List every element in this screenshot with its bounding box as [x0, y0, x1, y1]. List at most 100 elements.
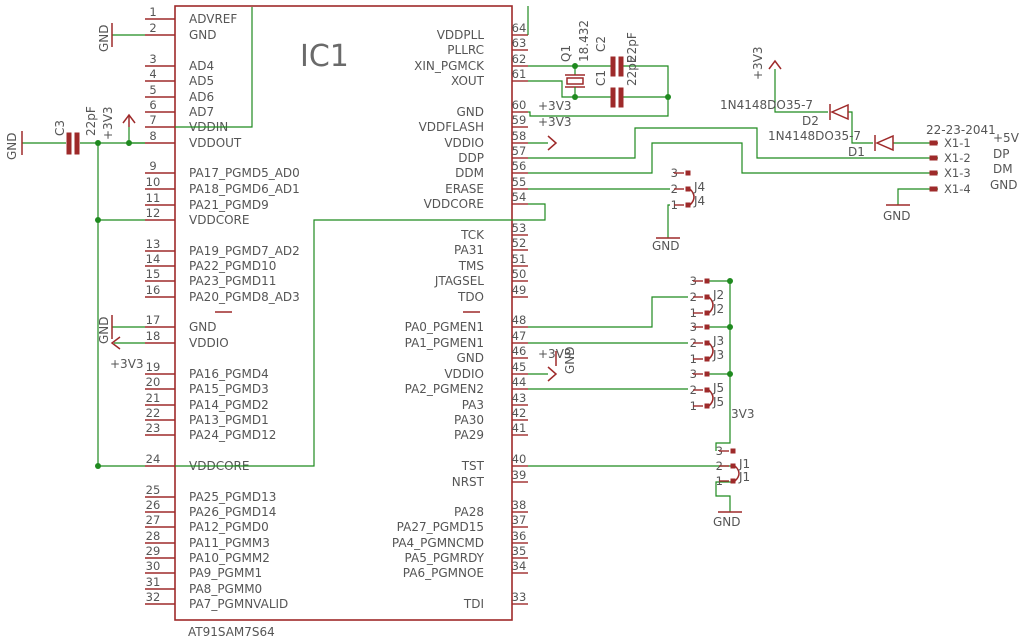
- pin-number: 48: [512, 313, 527, 327]
- pin-name: VDDIO: [189, 336, 229, 350]
- pin-name: PA17_PGMD5_AD0: [189, 166, 300, 180]
- pin-number: 18: [146, 329, 161, 343]
- connector-pin-label: X1-4: [944, 182, 971, 196]
- pin-number: 33: [512, 590, 527, 604]
- pin-name: PA30: [454, 413, 484, 427]
- pin-number: 40: [512, 452, 527, 466]
- gnd-label: GND: [563, 346, 577, 374]
- pin-number: 10: [146, 175, 161, 189]
- pin-number: 8: [149, 129, 156, 143]
- pin-name: GND: [456, 351, 484, 365]
- pin-name: TMS: [458, 259, 484, 273]
- pin-name: PLLRC: [447, 43, 484, 57]
- pin-name: PA16_PGMD4: [189, 367, 269, 381]
- pin-name: GND: [456, 105, 484, 119]
- connector-pin-label: X1-3: [944, 166, 971, 180]
- gnd-label: GND: [5, 132, 19, 160]
- v33-label: +3V3: [538, 115, 572, 129]
- pin-number: 20: [146, 375, 161, 389]
- pin-number: 53: [512, 221, 527, 235]
- pin-name: PA12_PGMD0: [189, 520, 269, 534]
- pin-name: VDDOUT: [189, 136, 242, 150]
- pin-name: PA31: [454, 243, 484, 257]
- pin-name: PA13_PGMD1: [189, 413, 269, 427]
- pin-number: 9: [149, 159, 156, 173]
- usb-signal-label: DM: [993, 162, 1013, 176]
- pin-number: 46: [512, 344, 527, 358]
- pin-name: PA8_PGMM0: [189, 582, 262, 596]
- pin-name: AD6: [189, 90, 214, 104]
- pin-number: 5: [149, 83, 156, 97]
- capacitor-c2: [610, 56, 624, 77]
- pin-name: XIN_PGMCK: [414, 59, 485, 73]
- pin-name: GND: [189, 320, 217, 334]
- pin-number: 45: [512, 360, 527, 374]
- pin-number: 59: [512, 113, 527, 127]
- pin-number: 35: [512, 544, 527, 558]
- labels: GND GND C3 22pF +3V3 GND +3V3 Q1 18.432 …: [5, 20, 1020, 529]
- pin-name: PA5_PGMRDY: [405, 551, 485, 565]
- pin-name: PA25_PGMD13: [189, 490, 276, 504]
- pin-name: PA0_PGMEN1: [405, 320, 484, 334]
- pin-number: 16: [146, 283, 161, 297]
- c1-value: 22pF: [625, 56, 639, 86]
- pin-number: 61: [512, 67, 527, 81]
- pin-name: PA6_PGMNOE: [403, 566, 484, 580]
- c1-ref: C1: [594, 70, 608, 86]
- pin-name: PA28: [454, 505, 484, 519]
- pin-name: PA1_PGMEN1: [405, 336, 484, 350]
- pin-name: PA20_PGMD8_AD3: [189, 290, 300, 304]
- pin-number: 13: [146, 237, 161, 251]
- pin-number: 63: [512, 36, 527, 50]
- diode-d1: [874, 134, 894, 152]
- pin-name: XOUT: [451, 74, 485, 88]
- pin-name: GND: [189, 28, 217, 42]
- pin-number: 52: [512, 236, 527, 250]
- c2-ref: C2: [594, 36, 608, 52]
- pin-name: PA21_PGMD9: [189, 198, 269, 212]
- pin-number: 26: [146, 498, 161, 512]
- pin-number: 56: [512, 159, 527, 173]
- jumper-ref: J2: [712, 302, 724, 316]
- pin-name: AD5: [189, 74, 214, 88]
- v33-label: +3V3: [751, 46, 765, 80]
- pin-number: 44: [512, 375, 527, 389]
- c3-value: 22pF: [84, 106, 98, 136]
- pin-number: 36: [512, 529, 527, 543]
- jumper-ref: J4: [693, 194, 705, 208]
- pin-name: PA2_PGMEN2: [405, 382, 484, 396]
- pin-number: 2: [149, 21, 156, 35]
- pin-number: 14: [146, 252, 161, 266]
- pin-name: PA14_PGMD2: [189, 398, 269, 412]
- usb-signal-label: DP: [993, 147, 1009, 161]
- crystal-q1: [565, 66, 585, 97]
- pin-number: 17: [146, 313, 161, 327]
